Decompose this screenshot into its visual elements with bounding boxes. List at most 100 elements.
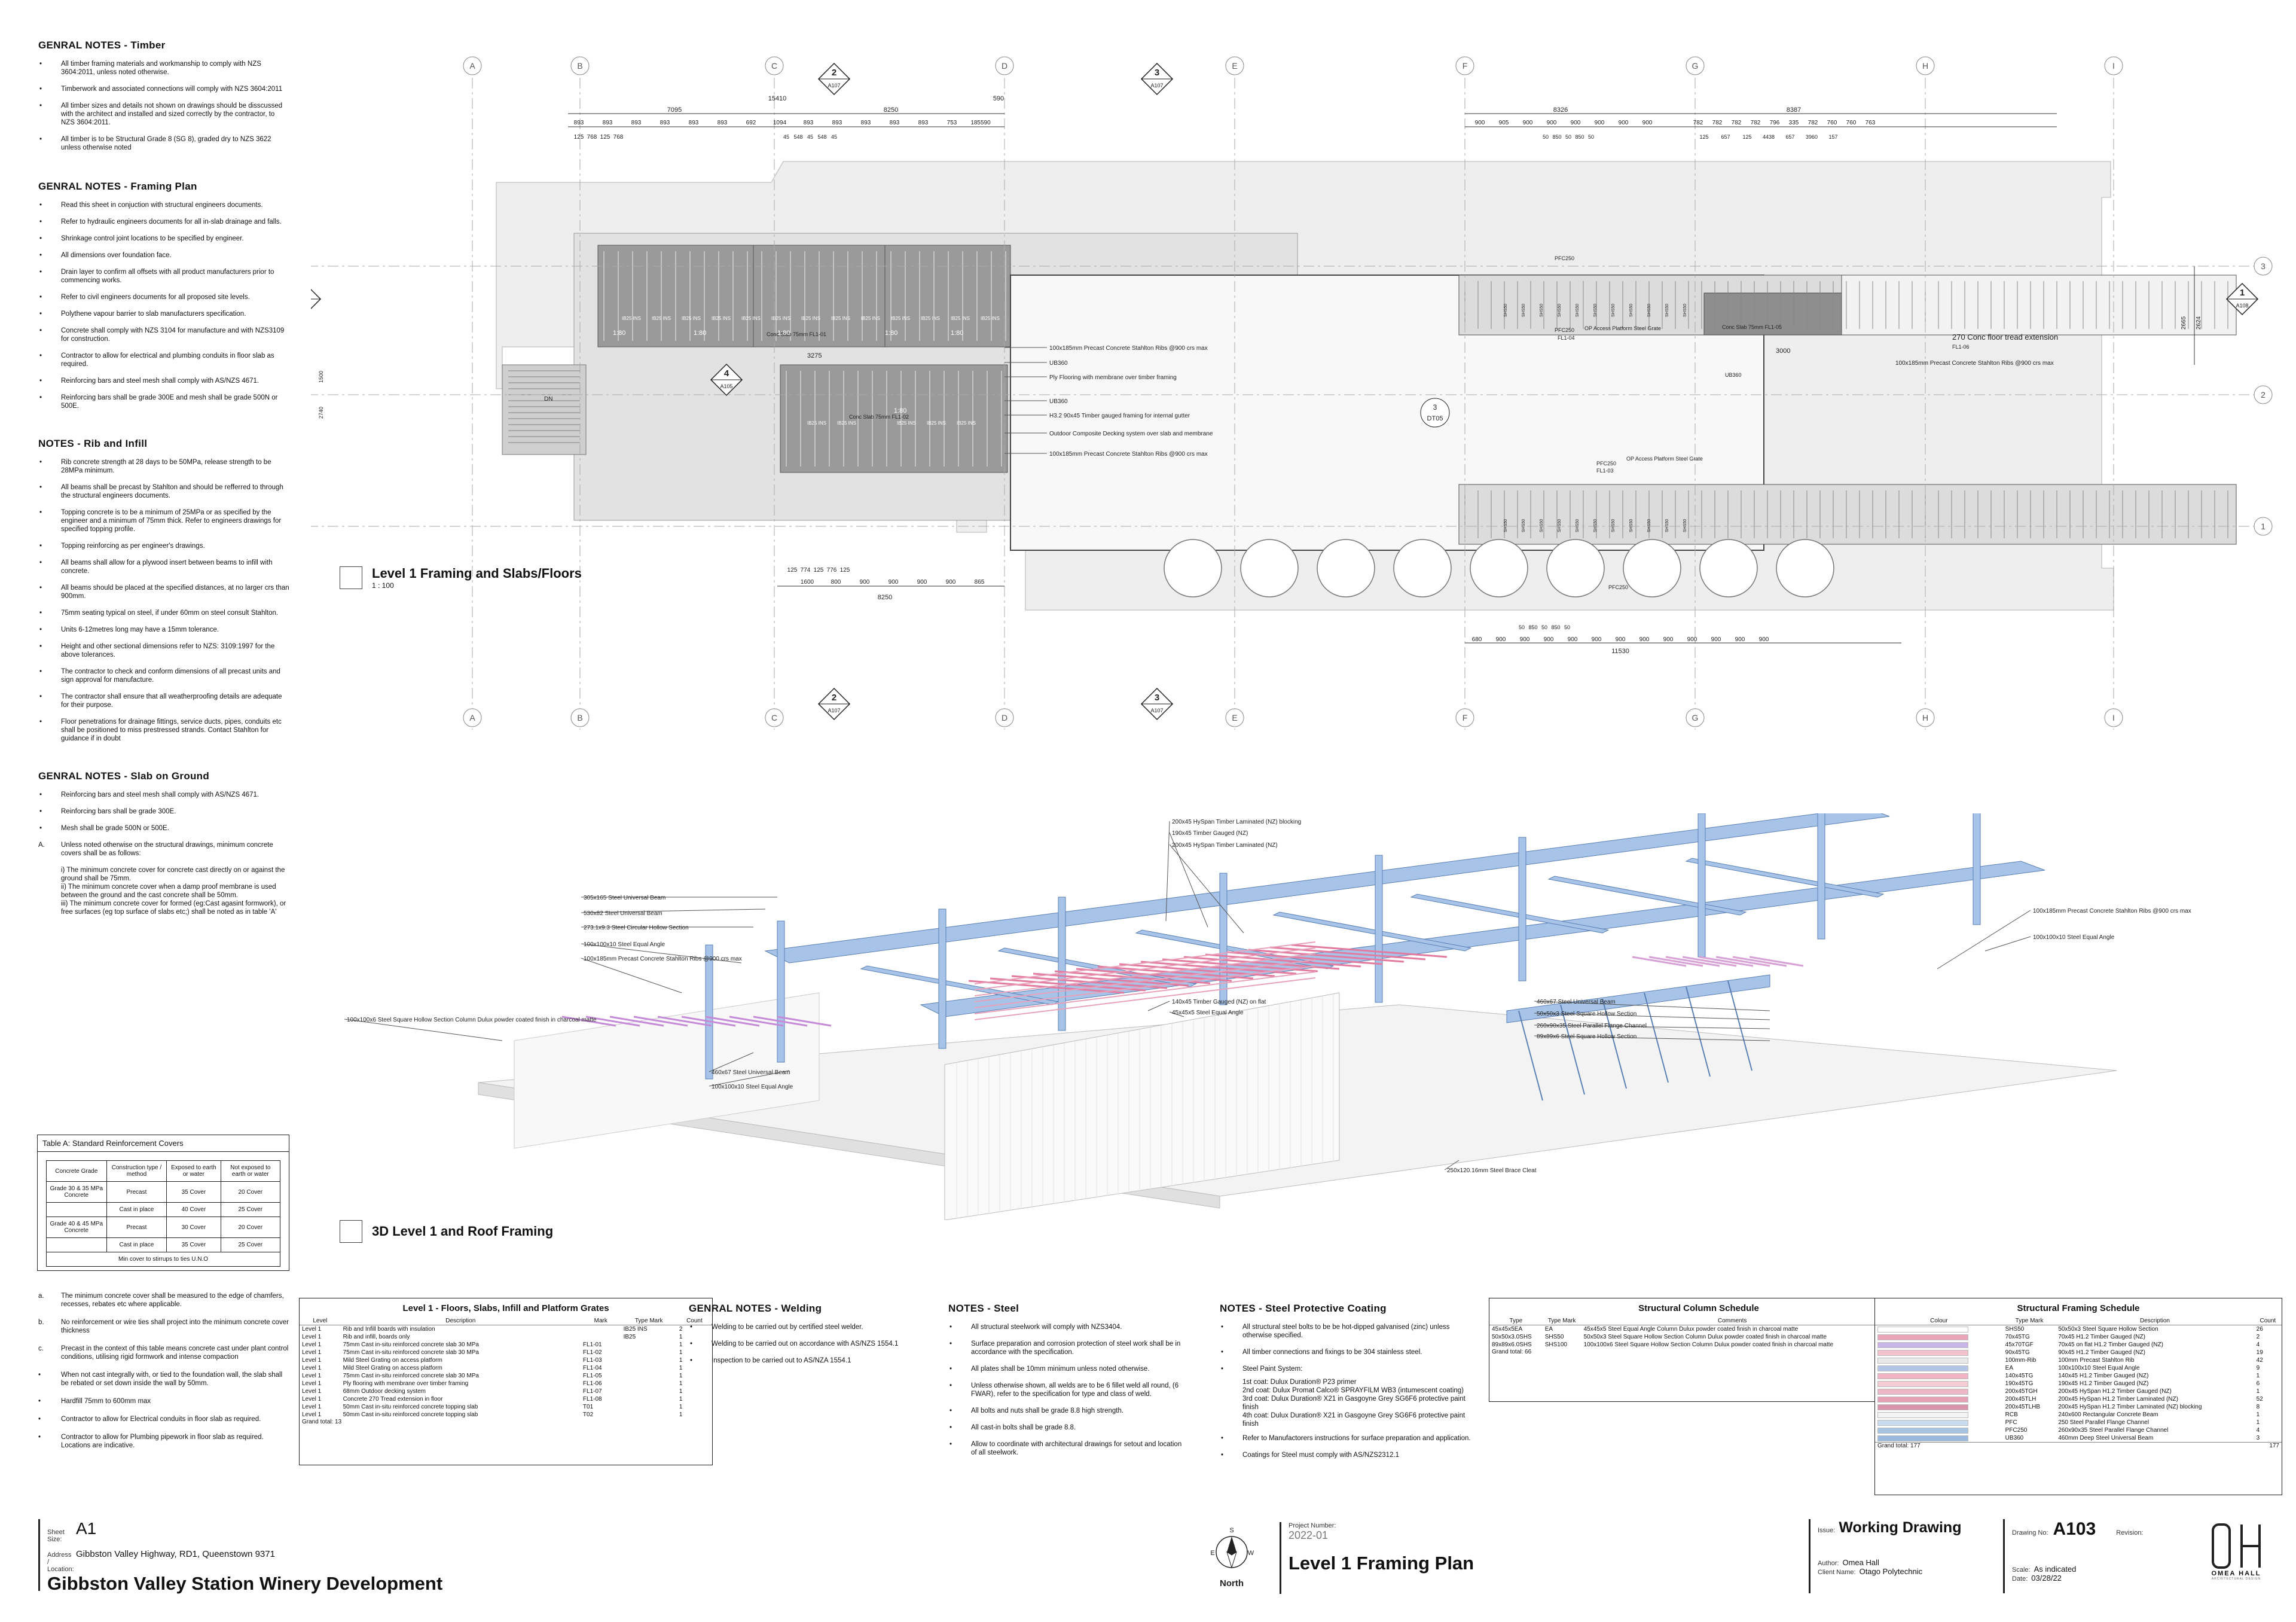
- grid-label: B: [577, 61, 582, 71]
- table-cell: Ply flooring with membrane over timber f…: [343, 1380, 469, 1387]
- table-cell: 30 Cover: [166, 1216, 221, 1238]
- rib-code-label: IB25 INS: [771, 316, 790, 321]
- column-header: Count: [676, 1317, 712, 1325]
- dim-value: 45: [783, 134, 789, 140]
- member-label: 305x165 Steel Universal Beam: [584, 895, 665, 901]
- table-cell: 45x45x5EA: [1492, 1326, 1523, 1333]
- scale-label: Scale:: [2012, 1566, 2031, 1574]
- framing-note-item: Shrinkage control joint locations to be …: [39, 234, 289, 243]
- tank-circle: [1623, 539, 1681, 597]
- table-cell: SHS100: [1544, 1341, 1567, 1348]
- member-label: 100x100x10 Steel Equal Angle: [712, 1084, 793, 1090]
- welding-title: GENRAL NOTES - Welding: [689, 1303, 822, 1314]
- brace: [1727, 980, 1752, 1071]
- tank-circle: [1699, 539, 1758, 597]
- column-header: Description: [340, 1317, 581, 1325]
- tank-circle: [1393, 539, 1452, 597]
- table-cell: 4: [2256, 1427, 2260, 1434]
- shs-label: SHS50: [1611, 304, 1616, 317]
- timber-batten: [974, 965, 1316, 1008]
- grid-label: E: [1232, 61, 1237, 71]
- leader-line: [581, 943, 742, 964]
- brace: [1644, 992, 1669, 1083]
- detail-callout-number: 4: [724, 368, 729, 379]
- table-cell: 1: [679, 1388, 683, 1395]
- dim-value: 900: [1663, 636, 1674, 643]
- shs-label: SHS50: [1558, 519, 1562, 532]
- member-label: 190x45 Timber Gauged (NZ): [1172, 830, 1248, 837]
- rib-note-item: 75mm seating typical on steel, if under …: [39, 609, 289, 617]
- dim-value: 850: [1528, 624, 1537, 630]
- rib-note-item: Topping reinforcing as per engineer's dr…: [39, 542, 289, 550]
- timber-joist: [1226, 951, 1383, 965]
- rib-member: [729, 1016, 784, 1027]
- slab-item-a: A. Unless noted otherwise on the structu…: [38, 841, 289, 858]
- section-callout-number: 3: [1155, 68, 1159, 78]
- dim-value: 900: [1595, 120, 1605, 126]
- pfc-label: PFC250: [1596, 461, 1616, 467]
- stair-dn: DN: [544, 396, 552, 403]
- grid-bubble: [2254, 257, 2273, 276]
- steel-column: [777, 920, 785, 1063]
- shs-label: SHS50: [1540, 304, 1544, 317]
- rib-code-label: IB25 INS: [652, 316, 671, 321]
- table-cell: 42: [2256, 1357, 2263, 1364]
- dim-value: 900: [1544, 636, 1554, 643]
- framing-note-item: Drain layer to confirm all offsets with …: [39, 268, 289, 285]
- dim-value: 900: [860, 579, 870, 586]
- dim-value: 753: [947, 120, 957, 126]
- dim-value: 1600: [801, 579, 814, 586]
- rib-note-item: Height and other sectional dimensions re…: [39, 642, 289, 659]
- dim-value: 680: [1472, 636, 1482, 643]
- bottom-note-marker: •: [38, 1416, 41, 1423]
- steel-note-item: All plates shall be 10mm minimum unless …: [949, 1365, 1187, 1373]
- slab-note-item: Reinforcing bars shall be grade 300E.: [39, 807, 289, 816]
- notes-timber: GENRAL NOTES - Timber All timber framing…: [38, 39, 289, 152]
- dim-value: 782: [1751, 120, 1761, 126]
- dim-total: 15410: [768, 95, 787, 102]
- table-cell: 70x45TG: [2005, 1334, 2030, 1340]
- dim-value: 125: [814, 567, 824, 574]
- table-cell: [621, 1341, 677, 1349]
- column-schedule-total: Grand total: 66: [1492, 1349, 1532, 1355]
- timber-joist: [1183, 956, 1340, 970]
- member-label: 100x100x10 Steel Equal Angle: [584, 941, 665, 948]
- table-cell: 1: [679, 1373, 683, 1379]
- framing-note-item: Read this sheet in conjuction with struc…: [39, 201, 289, 209]
- table-cell: 460mm Deep Steel Universal Beam: [2058, 1435, 2154, 1441]
- plan-annotation: UB360: [1049, 398, 1068, 405]
- member-label: 100x100x6 Steel Square Hollow Section Co…: [347, 1017, 597, 1023]
- table-cell: Level 1: [302, 1411, 322, 1418]
- rib-member: [1682, 956, 1737, 967]
- table-cell: Level 1: [302, 1357, 322, 1364]
- dim-value: 900: [1496, 636, 1506, 643]
- shs-label: SHS50: [1522, 304, 1526, 317]
- colour-swatch: [1877, 1427, 1968, 1434]
- member-label: 530x82 Steel Universal Beam: [584, 910, 662, 917]
- tank-circle: [1240, 539, 1299, 597]
- dim-value: 774: [801, 567, 811, 574]
- dim-value: 893: [603, 120, 613, 126]
- table-cell: [621, 1372, 677, 1380]
- rib-code-label: IB25 INS: [981, 316, 1000, 321]
- view2-title-block: 3D Level 1 and Roof Framing: [340, 1220, 553, 1243]
- member-label: 50x50x3 Steel Square Hollow Section: [1537, 1011, 1636, 1017]
- shs-label: SHS50: [1683, 519, 1687, 532]
- table-a: Table A: Standard Reinforcement Covers C…: [37, 1135, 289, 1271]
- steel-note-item: Allow to coordinate with architectural d…: [949, 1440, 1187, 1457]
- shs-label: SHS50: [1522, 519, 1526, 532]
- table-cell: 25 Cover: [220, 1202, 281, 1217]
- rib-code-label: IB25 INS: [712, 316, 731, 321]
- plan-annotation: Outdoor Composite Decking system over sl…: [1049, 431, 1213, 437]
- slope-label: 1:80: [951, 330, 963, 337]
- timber-batten: [974, 977, 1316, 1020]
